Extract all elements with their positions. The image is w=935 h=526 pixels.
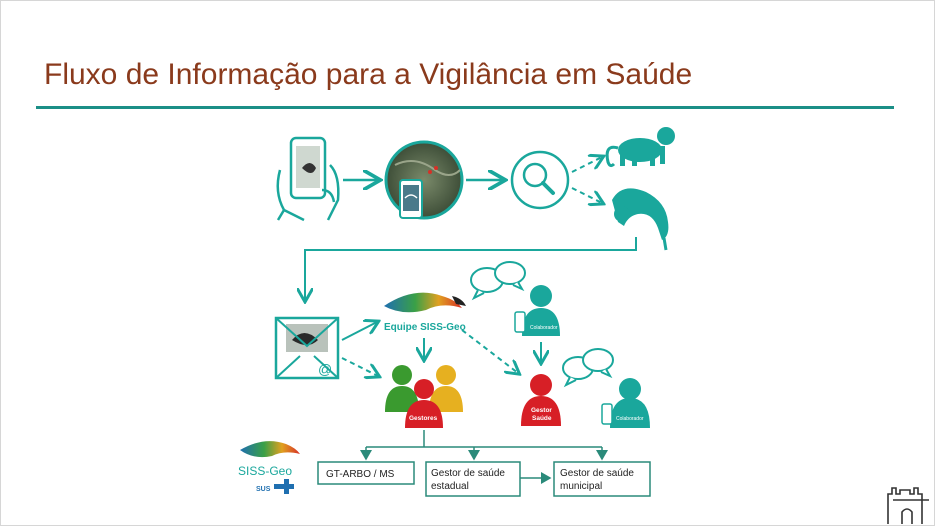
colaborador-person-icon: Colaborador bbox=[514, 285, 560, 336]
arrow-envelope-gestores bbox=[341, 357, 378, 376]
siss-geo-bird-logo: Equipe SISS-Geo bbox=[384, 292, 466, 333]
monkey-hanging-icon bbox=[612, 188, 669, 251]
box-municipal-line2: municipal bbox=[560, 481, 602, 492]
box-gtarbo-label: GT-ARBO / MS bbox=[326, 469, 395, 480]
box-gtarbo: GT-ARBO / MS bbox=[317, 461, 415, 485]
colaborador-label: Colaborador bbox=[530, 325, 558, 331]
envelope-icon: @ bbox=[274, 316, 340, 380]
connector-to-envelope bbox=[305, 237, 637, 300]
speech-bubbles-2-icon bbox=[562, 348, 614, 388]
arrow-envelope-equipe bbox=[341, 322, 377, 341]
box-gestor-municipal: Gestor de saúde municipal bbox=[553, 461, 651, 497]
distribution-connector bbox=[360, 430, 608, 484]
gestor-saude-label-1: Gestor bbox=[531, 407, 552, 414]
svg-text:@: @ bbox=[318, 361, 332, 377]
gestor-saude-icon: Gestor Saúde bbox=[521, 374, 561, 426]
monkey-sitting-icon bbox=[605, 127, 675, 168]
speech-bubbles-icon bbox=[470, 261, 526, 301]
box-municipal-line1: Gestor de saúde bbox=[560, 468, 634, 479]
logo-text: SISS-Geo bbox=[238, 464, 292, 478]
arrow-dashed-down bbox=[571, 187, 602, 203]
sus-cross-icon bbox=[274, 479, 294, 494]
title-underline bbox=[36, 106, 894, 109]
gestor-saude-label-2: Saúde bbox=[532, 415, 552, 422]
logo-sus-text: SUS bbox=[256, 486, 271, 493]
arrow-dashed-up bbox=[571, 157, 602, 173]
siss-geo-sus-logo: SISS-Geo SUS bbox=[234, 436, 308, 496]
equipe-label: Equipe SISS-Geo bbox=[384, 322, 466, 333]
magnifier-icon bbox=[510, 150, 570, 210]
box-estadual-line2: estadual bbox=[431, 481, 469, 492]
hand-phone-icon bbox=[276, 136, 340, 222]
arrow-equipe-gestor-saude bbox=[461, 329, 518, 373]
gestores-group-icon: Gestores bbox=[385, 365, 463, 428]
box-estadual-line1: Gestor de saúde bbox=[431, 468, 505, 479]
gestores-label: Gestores bbox=[409, 415, 438, 422]
colaborador-2-label: Colaborador bbox=[616, 416, 644, 422]
slide-title: Fluxo de Informação para a Vigilância em… bbox=[44, 58, 693, 91]
colaborador-2-person-icon: Colaborador bbox=[601, 378, 650, 428]
institution-castle-icon bbox=[887, 487, 929, 524]
map-circle-icon bbox=[384, 140, 464, 220]
box-gestor-estadual: Gestor de saúde estadual bbox=[425, 461, 521, 497]
